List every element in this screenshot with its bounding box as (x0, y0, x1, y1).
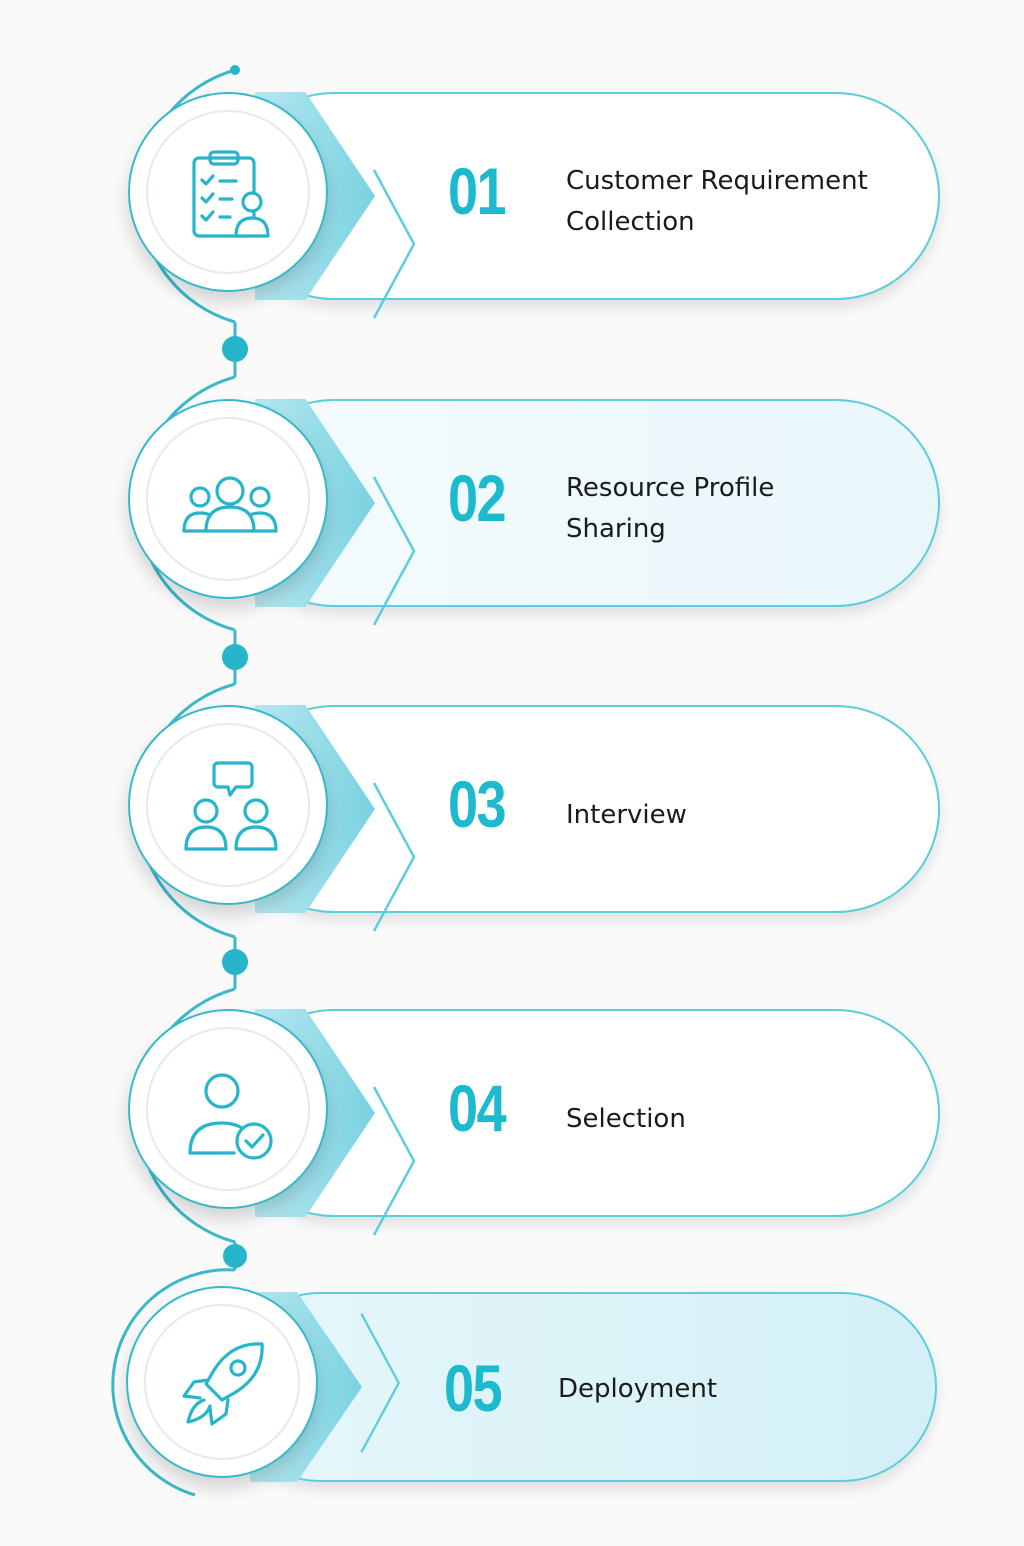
step-label: Customer Requirement Collection (566, 166, 868, 237)
chevron-right-icon (372, 1086, 416, 1236)
chevron-right-icon (372, 476, 416, 626)
step-icon-disc (128, 399, 328, 599)
step-number: 02 (448, 461, 507, 535)
step-04: 04 Selection (0, 963, 1024, 1263)
step-01: 01 Customer Requirement Collection (0, 46, 1024, 346)
step-03: 03 Interview (0, 659, 1024, 959)
chevron-right-icon (360, 1313, 401, 1453)
rocket-icon (174, 1334, 274, 1434)
step-label: Interview (566, 799, 687, 830)
step-label: Resource Profile Sharing (566, 473, 775, 544)
step-number: 03 (448, 767, 507, 841)
step-label: Deployment (558, 1373, 718, 1404)
step-02: 02 Resource Profile Sharing (0, 353, 1024, 653)
step-icon-disc (128, 1009, 328, 1209)
step-icon-disc (128, 705, 328, 905)
step-05: 05 Deployment (0, 1246, 1024, 1546)
person-checkmark-icon (180, 1061, 280, 1161)
step-number: 01 (448, 154, 507, 228)
clipboard-checklist-person-icon (180, 144, 280, 244)
chevron-right-icon (372, 782, 416, 932)
team-group-icon (180, 451, 280, 551)
step-label: Selection (566, 1103, 686, 1134)
step-number: 04 (448, 1071, 507, 1145)
chevron-right-icon (372, 169, 416, 319)
step-number: 05 (444, 1351, 503, 1425)
two-people-chat-icon (180, 757, 280, 857)
step-icon-disc (128, 92, 328, 292)
step-icon-disc (126, 1286, 318, 1478)
